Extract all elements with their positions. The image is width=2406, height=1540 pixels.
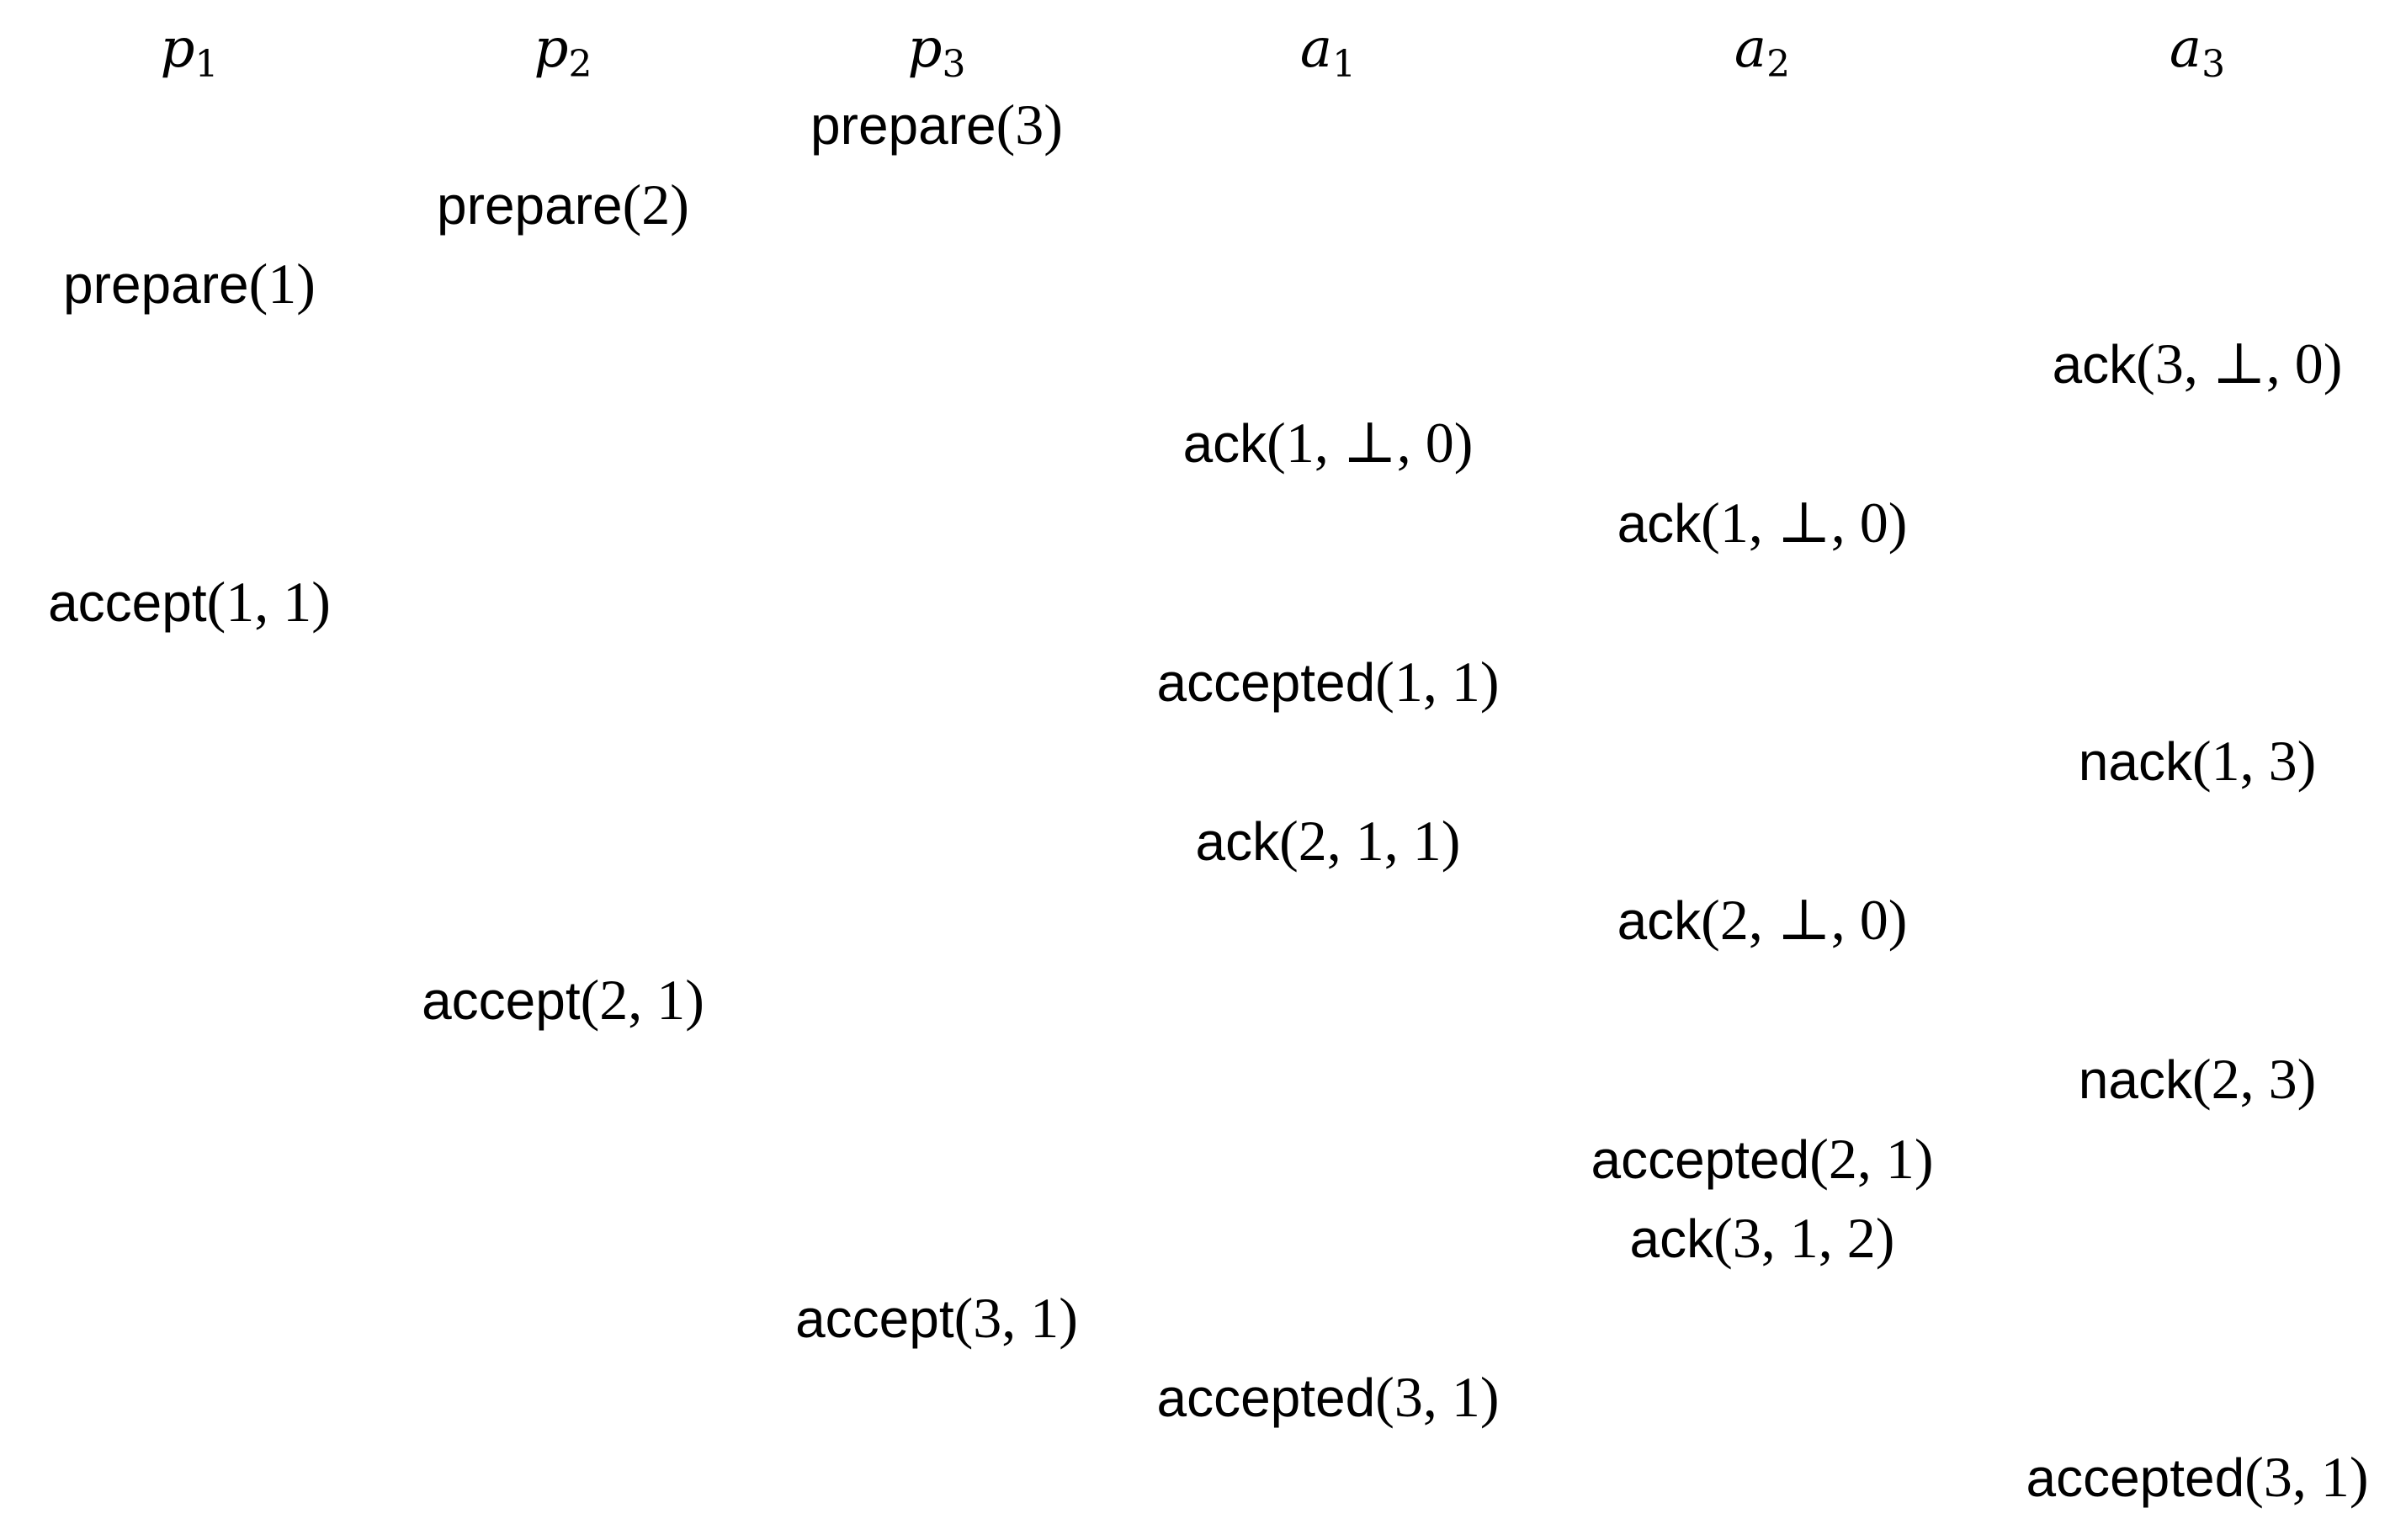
column-a1: a1 ack(1, ⊥, 0) accepted(1, 1) ack(2, 1,…	[1105, 0, 1551, 1540]
column-p3: p3 prepare(3) accept(3, 1)	[714, 0, 1160, 1540]
column-index: 1	[194, 43, 219, 86]
message-args: (3, ⊥, 0)	[2136, 332, 2343, 396]
message-name: prepare	[63, 254, 249, 315]
message-name: accept	[48, 572, 207, 633]
message-name: accepted	[1591, 1129, 1810, 1190]
column-symbol: a	[2169, 18, 2202, 80]
message-name: ack	[1617, 493, 1702, 554]
message-name: ack	[1182, 413, 1267, 474]
message-args: (2, ⊥, 0)	[1701, 888, 1908, 952]
message-args: (3, 1)	[2244, 1445, 2369, 1509]
message-name: nack	[2078, 1049, 2192, 1110]
message-name: ack	[2052, 334, 2137, 395]
message-ack: ack(2, ⊥, 0)	[1539, 886, 1985, 954]
message-accept: accept(3, 1)	[714, 1284, 1160, 1352]
message-args: (3, 1)	[1375, 1365, 1500, 1429]
column-header-a1: a1	[1105, 15, 1551, 83]
column-symbol: p	[160, 18, 195, 80]
message-prepare: prepare(3)	[714, 91, 1160, 159]
column-index: 3	[2202, 43, 2226, 86]
message-ack: ack(3, 1, 2)	[1539, 1204, 1985, 1272]
message-args: (3)	[996, 93, 1063, 157]
message-ack: ack(1, ⊥, 0)	[1539, 489, 1985, 557]
message-args: (1)	[248, 252, 316, 316]
column-symbol: p	[534, 18, 569, 80]
message-prepare: prepare(1)	[0, 250, 412, 318]
message-name: accept	[422, 970, 581, 1031]
column-a3: a3 ack(3, ⊥, 0) nack(1, 3) nack(2, 3) ac…	[1974, 0, 2406, 1540]
column-a2: a2 ack(1, ⊥, 0) ack(2, ⊥, 0) accepted(2,…	[1539, 0, 1985, 1540]
message-args: (2, 1)	[1809, 1127, 1934, 1191]
column-index: 2	[568, 43, 592, 86]
message-args: (3, 1)	[953, 1286, 1078, 1350]
column-symbol: a	[1299, 18, 1333, 80]
message-name: ack	[1195, 811, 1280, 872]
message-accepted: accepted(3, 1)	[1974, 1443, 2406, 1511]
column-index: 1	[1332, 43, 1357, 86]
message-name: ack	[1617, 890, 1702, 951]
message-ack: ack(2, 1, 1)	[1105, 807, 1551, 875]
message-prepare: prepare(2)	[340, 171, 786, 239]
message-accepted: accepted(2, 1)	[1539, 1125, 1985, 1193]
column-p1: p1 prepare(1) accept(1, 1)	[0, 0, 412, 1540]
column-header-a2: a2	[1539, 15, 1985, 83]
message-args: (3, 1, 2)	[1713, 1206, 1895, 1270]
message-name: accepted	[1156, 652, 1376, 713]
message-ack: ack(1, ⊥, 0)	[1105, 409, 1551, 477]
column-header-p1: p1	[0, 15, 412, 83]
column-symbol: p	[907, 18, 943, 80]
column-index: 2	[1766, 43, 1791, 86]
message-args: (2)	[622, 173, 689, 236]
message-name: accepted	[1156, 1367, 1376, 1428]
message-accept: accept(2, 1)	[340, 966, 786, 1034]
message-args: (1, ⊥, 0)	[1267, 411, 1474, 475]
message-name: accept	[795, 1288, 954, 1349]
column-symbol: a	[1734, 18, 1767, 80]
column-header-p3: p3	[714, 15, 1160, 83]
column-header-p2: p2	[340, 15, 786, 83]
message-nack: nack(2, 3)	[1974, 1045, 2406, 1113]
message-accept: accept(1, 1)	[0, 568, 412, 636]
message-accepted: accepted(3, 1)	[1105, 1363, 1551, 1431]
column-header-a3: a3	[1974, 15, 2406, 83]
message-name: prepare	[437, 175, 623, 236]
message-name: ack	[1629, 1208, 1714, 1269]
message-name: nack	[2078, 731, 2192, 792]
message-accepted: accepted(1, 1)	[1105, 648, 1551, 716]
column-index: 3	[942, 43, 966, 86]
message-args: (1, 1)	[206, 570, 331, 634]
message-args: (1, 1)	[1375, 650, 1500, 714]
message-ack: ack(3, ⊥, 0)	[1974, 330, 2406, 398]
message-args: (1, ⊥, 0)	[1701, 491, 1908, 555]
message-args: (2, 1)	[580, 968, 704, 1032]
column-p2: p2 prepare(2) accept(2, 1)	[340, 0, 786, 1540]
message-args: (1, 3)	[2191, 729, 2317, 793]
message-nack: nack(1, 3)	[1974, 727, 2406, 795]
message-name: prepare	[810, 95, 996, 156]
message-args: (2, 1, 1)	[1279, 809, 1461, 873]
message-name: accepted	[2026, 1447, 2245, 1508]
message-args: (2, 3)	[2191, 1047, 2317, 1111]
